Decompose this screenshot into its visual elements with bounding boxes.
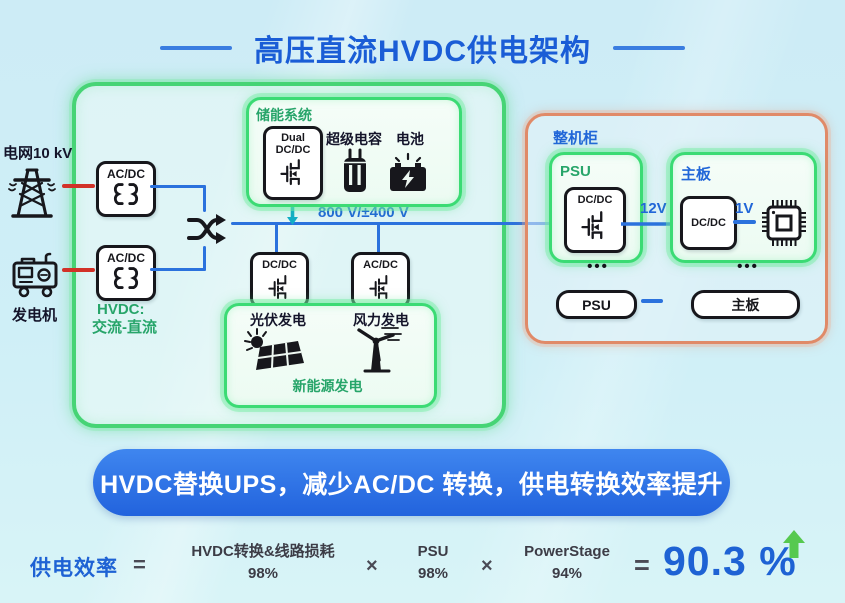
- red-connector-generator: [62, 268, 95, 272]
- supercapacitor-icon: [344, 148, 366, 192]
- mosfet-icon: [368, 275, 387, 299]
- formula-equals-1: =: [133, 552, 146, 577]
- dual-dcdc-box: Dual DC/DC: [263, 126, 323, 200]
- acdc-wind-box: AC/DC: [351, 252, 410, 308]
- formula-times-1: ×: [366, 555, 378, 577]
- battery-label: 电池: [396, 131, 424, 147]
- term-name: PowerStage: [524, 543, 610, 560]
- wire-grid-horizontal: [150, 185, 206, 188]
- red-connector-grid: [62, 184, 95, 188]
- term-value: 94%: [551, 565, 583, 582]
- dual-dcdc-label-line2: DC/DC: [275, 144, 311, 156]
- dual-dcdc-label-line1: Dual: [281, 132, 305, 144]
- cpu-chip-icon: [762, 200, 806, 246]
- mainboard-dcdc-label: DC/DC: [691, 217, 726, 229]
- mosfet-icon: [581, 211, 603, 240]
- wire-generator-horizontal: [150, 268, 206, 271]
- wire-bus-to-acdc: [377, 224, 380, 254]
- mosfet-icon: [280, 159, 300, 186]
- formula-term-powerstage: PowerStage 94%: [508, 543, 626, 583]
- mainboard-dcdc-box: DC/DC: [680, 196, 737, 250]
- mainboard-title: 主板: [681, 166, 712, 183]
- acdc-wind-label: AC/DC: [363, 259, 398, 271]
- wire-grid-vertical: [203, 185, 206, 212]
- title-dash-right: [613, 46, 685, 50]
- psu-ellipsis: •••: [587, 258, 609, 275]
- cabinet-title: 整机柜: [553, 130, 599, 147]
- term-name: HVDC转换&线路损耗: [191, 543, 335, 560]
- formula-times-2: ×: [481, 555, 493, 577]
- formula-result: 90.3 %: [663, 538, 797, 584]
- psu-pill: PSU: [556, 290, 637, 319]
- renewable-title: 新能源发电: [292, 378, 363, 394]
- shuffle-icon: [187, 214, 226, 244]
- v12-label: 12V: [640, 200, 667, 217]
- formula-term-hvdc: HVDC转换&线路损耗 98%: [172, 543, 354, 583]
- bus-voltage-label: 800 V/±400 V: [318, 204, 409, 221]
- hvdc-note-line1: HVDC:: [97, 301, 145, 318]
- wind-label: 风力发电: [353, 312, 409, 328]
- psu-dcdc-label: DC/DC: [577, 194, 613, 206]
- wire-generator-vertical: [203, 246, 206, 271]
- acdc-generator-label: AC/DC: [107, 251, 145, 265]
- formula-equals-2: =: [634, 550, 650, 580]
- psu-title: PSU: [560, 163, 591, 180]
- hvdc-note-line2: 交流-直流: [92, 319, 157, 336]
- acdc-grid-box: AC/DC: [96, 161, 156, 217]
- generator-label: 发电机: [12, 307, 58, 324]
- title-row: 高压直流HVDC供电架构: [0, 26, 845, 70]
- title-dash-left: [159, 46, 232, 50]
- dcdc-solar-box: DC/DC: [250, 252, 309, 308]
- transformer-icon: [113, 267, 139, 289]
- bus-line: [231, 222, 566, 225]
- transmission-tower-icon: [8, 168, 56, 218]
- supercap-label: 超级电容: [326, 131, 382, 147]
- mainboard-ellipsis: •••: [737, 258, 759, 275]
- pill-connector-dash: [641, 299, 663, 303]
- generator-icon: [12, 252, 58, 298]
- banner: HVDC替换UPS，减少AC/DC 转换，供电转换效率提升: [93, 449, 730, 516]
- page-title: 高压直流HVDC供电架构: [253, 35, 591, 68]
- wind-turbine-icon: [357, 327, 402, 373]
- acdc-generator-box: AC/DC: [96, 245, 156, 301]
- dcdc-solar-label: DC/DC: [262, 259, 297, 271]
- mosfet-icon: [267, 275, 286, 299]
- storage-title: 储能系统: [256, 107, 312, 123]
- term-name: PSU: [417, 543, 449, 560]
- battery-icon: [390, 152, 426, 191]
- psu-dcdc-box: DC/DC: [564, 187, 626, 253]
- v1-label: 1V: [735, 200, 754, 217]
- transformer-icon: [113, 183, 139, 205]
- v1-dash: [733, 220, 756, 224]
- banner-text: HVDC替换UPS，减少AC/DC 转换，供电转换效率提升: [100, 470, 723, 499]
- up-arrow-icon: [783, 530, 805, 558]
- acdc-grid-label: AC/DC: [107, 167, 145, 181]
- formula-term-psu: PSU 98%: [398, 543, 468, 583]
- grid-label: 电网10 kV: [3, 145, 73, 162]
- efficiency-label: 供电效率: [30, 557, 118, 580]
- term-value: 98%: [417, 565, 449, 582]
- wire-bus-to-dcdc: [275, 224, 278, 254]
- solar-label: 光伏发电: [250, 312, 306, 328]
- mainboard-pill: 主板: [691, 290, 800, 319]
- solar-panel-icon: [244, 328, 304, 370]
- term-value: 98%: [247, 565, 279, 582]
